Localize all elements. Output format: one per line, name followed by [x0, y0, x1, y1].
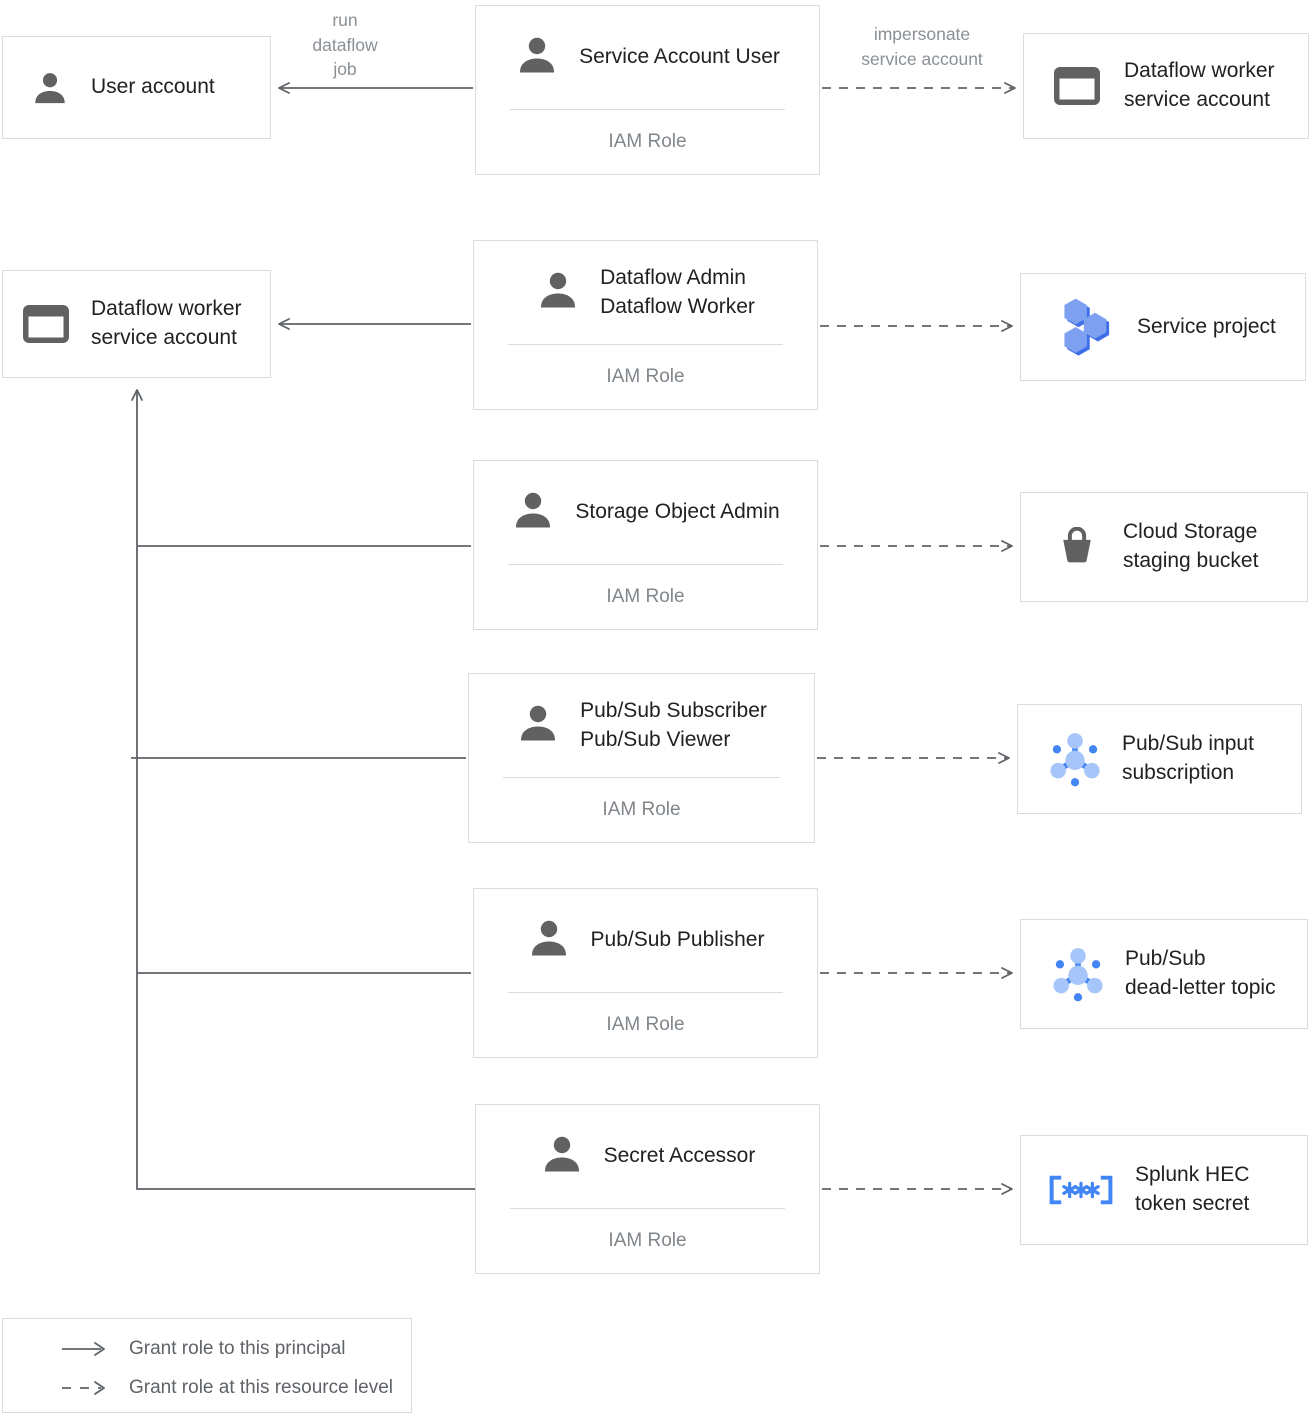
iam-role-title: Secret Accessor: [603, 1144, 756, 1168]
divider: [508, 344, 783, 345]
secret-brackets-icon: [1045, 1169, 1117, 1211]
node-dataflow-worker-service-account-top: Dataflow worker service account: [1023, 33, 1309, 139]
node-label: Pub/Sub dead-letter topic: [1125, 947, 1276, 999]
legend-row-solid: Grant role to this principal: [3, 1329, 411, 1368]
node-label: Dataflow worker service account: [91, 297, 242, 349]
iam-role-title: Dataflow Admin Dataflow Worker: [600, 265, 755, 318]
iam-role-caption: IAM Role: [606, 1014, 685, 1035]
iam-box-dataflow-admin-worker: Dataflow Admin Dataflow Worker IAM Role: [473, 240, 818, 410]
node-splunk-hec-token-secret: Splunk HEC token secret: [1020, 1135, 1308, 1245]
iam-role-title: Service Account User: [579, 45, 780, 69]
person-icon: [511, 488, 555, 537]
node-service-project: Service project: [1020, 273, 1306, 381]
bucket-icon: [1055, 527, 1099, 567]
iam-box-pubsub-publisher: Pub/Sub Publisher IAM Role: [473, 888, 818, 1058]
person-icon: [516, 701, 560, 750]
legend-label-dashed: Grant role at this resource level: [129, 1376, 394, 1398]
divider: [508, 992, 783, 993]
person-icon: [31, 69, 69, 107]
node-label: Pub/Sub input subscription: [1122, 732, 1254, 784]
node-label: Dataflow worker service account: [1124, 59, 1275, 111]
person-icon: [527, 916, 571, 965]
service-account-icon: [1054, 67, 1100, 105]
node-label: Splunk HEC token secret: [1135, 1163, 1250, 1215]
person-icon: [536, 268, 580, 317]
iam-role-caption: IAM Role: [606, 366, 685, 387]
pubsub-icon: [1044, 728, 1106, 790]
pubsub-icon: [1047, 943, 1109, 1005]
hexagon-cluster-icon: [1055, 296, 1117, 358]
person-icon: [515, 33, 559, 82]
iam-role-caption: IAM Role: [602, 799, 681, 820]
person-icon: [540, 1132, 584, 1181]
node-label: Service project: [1137, 314, 1276, 338]
service-account-icon: [23, 305, 69, 343]
edge-label-impersonate: impersonate service account: [861, 24, 983, 69]
legend: Grant role to this principal Grant role …: [2, 1318, 412, 1413]
node-label: Cloud Storage staging bucket: [1123, 520, 1259, 572]
divider: [510, 1208, 785, 1209]
solid-arrow-icon: [61, 1341, 107, 1357]
iam-role-caption: IAM Role: [608, 131, 687, 152]
iam-box-pubsub-subscriber-viewer: Pub/Sub Subscriber Pub/Sub Viewer IAM Ro…: [468, 673, 815, 843]
edge-label-run-dataflow-job: run dataflow job: [312, 10, 378, 79]
iam-role-title: Pub/Sub Publisher: [590, 928, 765, 952]
legend-row-dashed: Grant role at this resource level: [3, 1368, 411, 1407]
divider: [510, 109, 785, 110]
node-cloud-storage-staging-bucket: Cloud Storage staging bucket: [1020, 492, 1308, 602]
trunk-to-worker-service-account: [131, 389, 477, 1190]
node-label: User account: [91, 75, 215, 99]
node-pubsub-dead-letter-topic: Pub/Sub dead-letter topic: [1020, 919, 1308, 1029]
iam-role-title: Storage Object Admin: [575, 500, 780, 524]
iam-box-storage-object-admin: Storage Object Admin IAM Role: [473, 460, 818, 630]
iam-box-service-account-user: Service Account User IAM Role: [475, 5, 820, 175]
legend-label-solid: Grant role to this principal: [129, 1337, 346, 1359]
divider: [503, 777, 780, 778]
node-user-account: User account: [2, 36, 271, 139]
iam-role-caption: IAM Role: [608, 1230, 687, 1251]
iam-role-title: Pub/Sub Subscriber Pub/Sub Viewer: [580, 698, 767, 751]
node-pubsub-input-subscription: Pub/Sub input subscription: [1017, 704, 1302, 814]
node-dataflow-worker-service-account-left: Dataflow worker service account: [2, 270, 271, 378]
divider: [508, 564, 783, 565]
iam-box-secret-accessor: Secret Accessor IAM Role: [475, 1104, 820, 1274]
iam-role-caption: IAM Role: [606, 586, 685, 607]
dashed-arrow-icon: [61, 1380, 107, 1396]
